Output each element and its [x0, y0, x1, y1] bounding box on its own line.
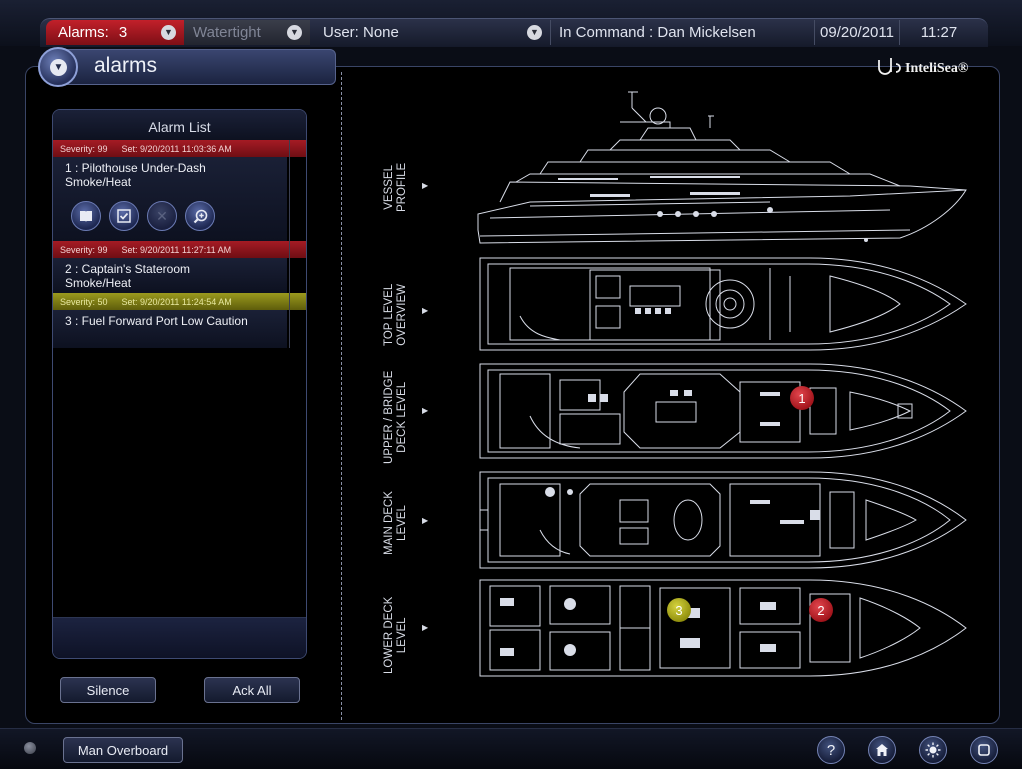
alarm-severity: Severity: 99: [60, 244, 108, 255]
alarm-list-panel: Alarm List Severity: 99 Set: 9/20/2011 1…: [52, 109, 307, 659]
alarm-header: Severity: 99 Set: 9/20/2011 11:27:11 AM: [53, 241, 306, 258]
alarm-list-footer: [53, 617, 306, 658]
alarm-actions: ✕: [71, 201, 275, 231]
level-label-line: PROFILE: [396, 162, 408, 212]
level-label-line: DECK LEVEL: [396, 381, 408, 453]
list-item[interactable]: Severity: 50 Set: 9/20/2011 11:24:54 AM …: [53, 293, 306, 348]
alarm-subtitle: Smoke/Heat: [65, 276, 132, 290]
main-deck-drawing[interactable]: [470, 470, 970, 570]
level-label-line: LEVEL: [396, 617, 408, 654]
date-text: 09/20/2011: [820, 24, 894, 41]
expand-arrow-icon[interactable]: ▶: [422, 516, 429, 525]
list-item[interactable]: Severity: 99 Set: 9/20/2011 11:27:11 AM …: [53, 241, 306, 293]
command-status: In Command : Dan Mickelsen: [550, 20, 814, 45]
lower-deck-drawing[interactable]: [470, 578, 970, 678]
vessel-profile-drawing[interactable]: [470, 78, 970, 250]
watertight-label: Watertight: [193, 24, 261, 41]
alarm-body: 3 : Fuel Forward Port Low Caution: [53, 310, 287, 348]
chevron-down-icon: ▼: [50, 59, 67, 76]
level-label-line: OVERVIEW: [396, 284, 408, 346]
page-title: alarms: [94, 54, 158, 77]
silence-button[interactable]: Silence: [60, 677, 156, 703]
expand-arrow-icon[interactable]: ▶: [422, 181, 429, 190]
brand-logo: InteliSea®: [876, 56, 968, 82]
brightness-icon[interactable]: [919, 736, 947, 764]
alarm-severity: Severity: 50: [60, 296, 108, 307]
status-led-icon: [24, 742, 36, 754]
alarm-title: 1 : Pilothouse Under-Dash: [65, 161, 206, 175]
help-icon[interactable]: ?: [817, 736, 845, 764]
list-item[interactable]: Severity: 99 Set: 9/20/2011 11:03:36 AM …: [53, 140, 306, 241]
level-label-line: UPPER / BRIDGE: [383, 370, 395, 464]
time-text: 11:27: [920, 24, 958, 41]
alarm-header: Severity: 50 Set: 9/20/2011 11:24:54 AM: [53, 293, 306, 310]
level-label-line: LOWER DECK: [383, 596, 395, 674]
page-menu-button[interactable]: ▼: [38, 47, 78, 87]
alarm-body: 2 : Captain's Stateroom Smoke/Heat: [53, 258, 287, 293]
panel-divider: [341, 72, 342, 720]
ack-all-button[interactable]: Ack All: [204, 677, 300, 703]
level-label-line: VESSEL: [383, 165, 395, 210]
alarm-marker-1[interactable]: 1: [790, 386, 814, 410]
expand-arrow-icon[interactable]: ▶: [422, 306, 429, 315]
alarm-list-title: Alarm List: [53, 110, 306, 140]
expand-arrow-icon[interactable]: ▶: [422, 406, 429, 415]
page-header: [40, 49, 336, 85]
inteliSea-logo-icon: [876, 56, 902, 82]
alarm-header: Severity: 99 Set: 9/20/2011 11:03:36 AM: [53, 140, 306, 157]
man-overboard-button[interactable]: Man Overboard: [63, 737, 183, 763]
alarms-label: Alarms:: [58, 24, 109, 41]
level-label-top-level[interactable]: TOP LEVEL OVERVIEW: [383, 284, 409, 346]
level-label-upper-bridge[interactable]: UPPER / BRIDGE DECK LEVEL: [383, 371, 409, 464]
command-label: In Command : Dan Mickelsen: [559, 24, 756, 41]
level-label-line: TOP LEVEL: [383, 283, 395, 346]
user-dropdown-icon[interactable]: ▼: [527, 25, 542, 40]
expand-arrow-icon[interactable]: ▶: [422, 623, 429, 632]
zoom-icon[interactable]: [185, 201, 215, 231]
alarm-body: 1 : Pilothouse Under-Dash Smoke/Heat ✕: [53, 157, 287, 241]
watertight-dropdown-icon[interactable]: ▼: [287, 25, 302, 40]
alarm-severity: Severity: 99: [60, 143, 108, 154]
acknowledge-icon[interactable]: [109, 201, 139, 231]
top-level-drawing[interactable]: [470, 256, 970, 352]
alarm-set-time: Set: 9/20/2011 11:27:11 AM: [121, 244, 232, 255]
alarm-title: 2 : Captain's Stateroom: [65, 262, 191, 276]
clear-icon[interactable]: ✕: [147, 201, 177, 231]
level-label-line: LEVEL: [396, 505, 408, 541]
level-label-vessel-profile[interactable]: VESSEL PROFILE: [383, 163, 409, 212]
alarm-title: 3 : Fuel Forward Port Low Caution: [65, 314, 248, 328]
time-display: 11:27: [898, 20, 980, 45]
level-label-main-deck[interactable]: MAIN DECK LEVEL: [383, 491, 409, 555]
level-label-line: MAIN DECK: [383, 491, 395, 555]
window-icon[interactable]: [970, 736, 998, 764]
level-label-lower-deck[interactable]: LOWER DECK LEVEL: [383, 597, 409, 674]
scrollbar[interactable]: [289, 140, 290, 348]
alarm-marker-2[interactable]: 2: [809, 598, 833, 622]
user-status[interactable]: User: None: [310, 20, 550, 45]
alarm-subtitle: Smoke/Heat: [65, 175, 132, 189]
alarm-marker-3[interactable]: 3: [667, 598, 691, 622]
user-label: User: None: [323, 24, 399, 41]
home-icon[interactable]: [868, 736, 896, 764]
book-icon[interactable]: [71, 201, 101, 231]
upper-bridge-deck-drawing[interactable]: [470, 362, 970, 460]
alarm-set-time: Set: 9/20/2011 11:24:54 AM: [121, 296, 232, 307]
alarms-dropdown-icon[interactable]: ▼: [161, 25, 176, 40]
alarms-count: 3: [118, 24, 128, 41]
date-display: 09/20/2011: [814, 20, 900, 45]
alarm-set-time: Set: 9/20/2011 11:03:36 AM: [121, 143, 232, 154]
logo-text: InteliSea®: [905, 61, 969, 76]
